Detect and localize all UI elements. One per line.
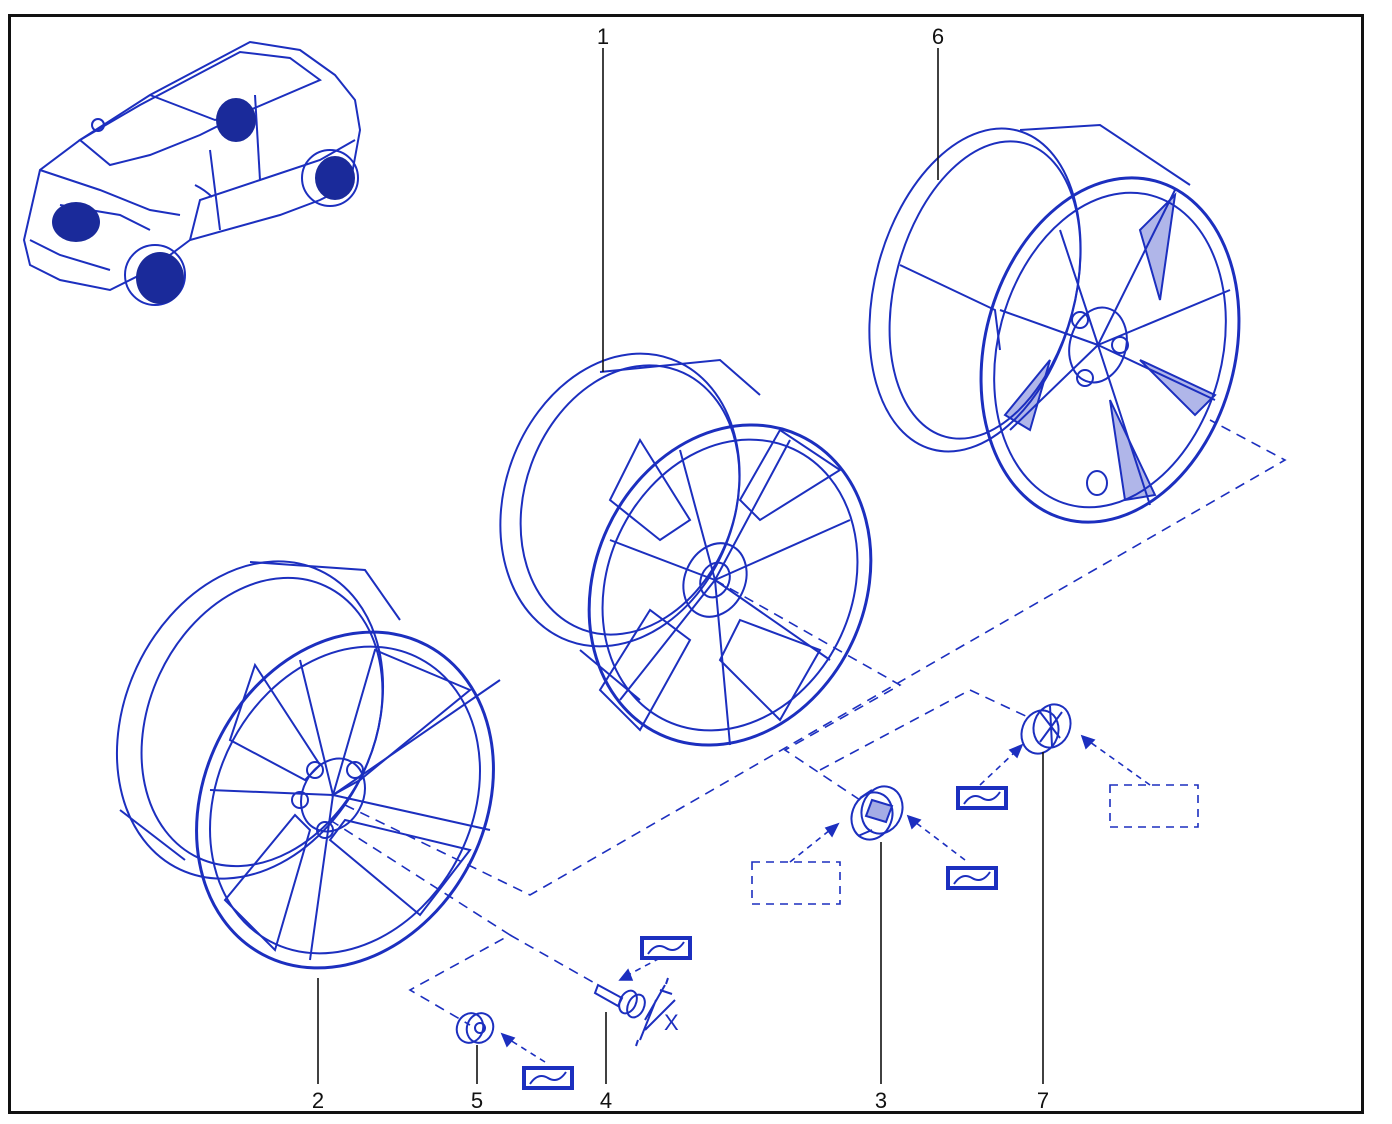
callout-1: 1 (597, 24, 609, 49)
center-cap-part-7 (1020, 703, 1072, 755)
callout-4: 4 (600, 1088, 612, 1113)
reference-box-icon (751, 784, 1199, 905)
pointer-arrows (500, 734, 1151, 1063)
center-cap-part-3 (850, 785, 904, 841)
valve-part-4 (593, 977, 676, 1047)
callout-5: 5 (471, 1088, 483, 1113)
diagram-frame (8, 14, 1364, 1114)
callout-leaders (317, 48, 1044, 1084)
callout-6: 6 (932, 24, 944, 49)
lubricant-symbol-icon (522, 786, 1008, 1090)
callout-2: 2 (312, 1088, 324, 1113)
callout-3: 3 (875, 1088, 887, 1113)
assembly-dashed-lines (329, 419, 1287, 1026)
wheel-6 (868, 123, 1241, 524)
wheel-1 (499, 352, 873, 747)
callout-labels: 1 6 2 5 4 3 7 (312, 24, 1049, 1113)
wheel-2 (115, 560, 501, 970)
callout-7: 7 (1037, 1088, 1049, 1113)
car-locator-icon (22, 40, 362, 306)
dimension-label-x: X (664, 1010, 679, 1035)
lock-nut-part-5 (455, 1012, 495, 1044)
